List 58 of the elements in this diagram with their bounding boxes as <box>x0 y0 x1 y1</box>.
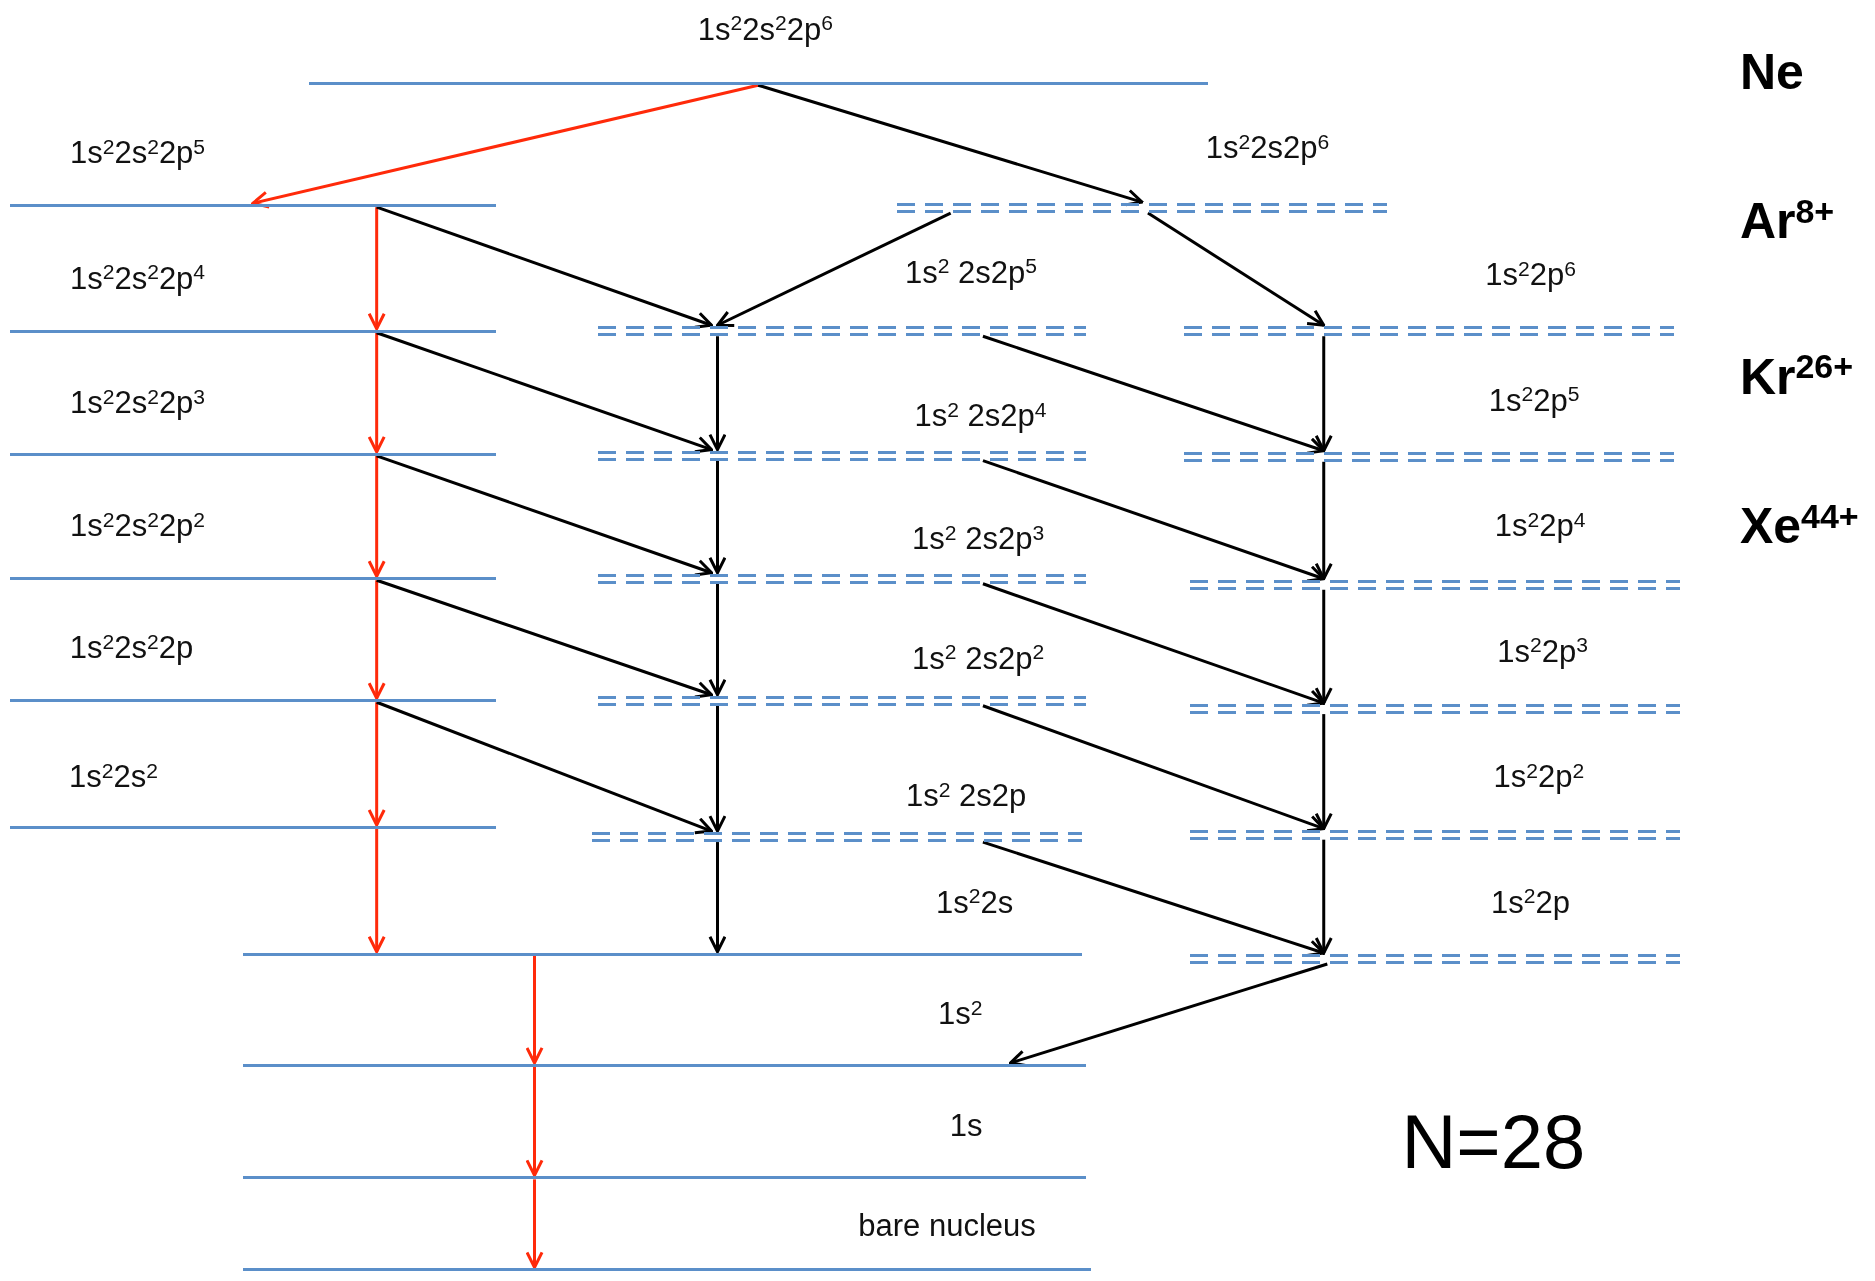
arrow <box>376 700 713 835</box>
arrow <box>525 1066 544 1177</box>
ion-label: Xe$^{44+}$ <box>1739 498 1859 554</box>
arrow <box>367 829 386 954</box>
arrow <box>982 840 1326 957</box>
configuration-label: 1s$^{2}$2s$^{2}$2p <box>69 631 194 666</box>
arrow <box>708 842 727 954</box>
arrow <box>982 582 1326 707</box>
configuration-label: 1s$^{2}$2s$^{2}$2p$^{3}$ <box>69 385 206 421</box>
arrow <box>525 955 544 1065</box>
configuration-label: 1s$^{2}$2s$^{2}$2p$^{4}$ <box>69 261 206 296</box>
configuration-label: 1s$^{2}$2p$^{2}$ <box>1493 760 1585 795</box>
configuration-label: 1s$^{2}$2p$^{4}$ <box>1494 509 1586 544</box>
configuration-label: 1s$^{2}$ <box>937 997 983 1032</box>
arrow <box>376 578 713 699</box>
arrow <box>367 702 386 827</box>
arrow <box>1314 461 1333 581</box>
arrow <box>251 83 759 209</box>
arrow <box>376 454 713 577</box>
arrow <box>367 207 386 331</box>
configuration-label: 1s$^{2}$2p$^{3}$ <box>1497 634 1588 669</box>
arrow <box>708 583 727 697</box>
arrow <box>708 705 727 833</box>
configuration-label: 1s$^{2}$ 2s2p$^{4}$ <box>914 399 1047 434</box>
configuration-label: 1s$^{2}$ 2s2p$^{3}$ <box>912 522 1045 557</box>
configuration-label: 1s$^{2}$ 2s2p$^{2}$ <box>912 641 1045 676</box>
configuration-label: 1s$^{2}$2s2p$^{6}$ <box>1205 131 1330 166</box>
ion-label: Ar$^{8+}$ <box>1739 193 1835 249</box>
arrow <box>715 211 952 327</box>
arrow <box>376 205 713 329</box>
arrow <box>1314 714 1333 831</box>
configuration-label: 1s$^{2}$2s$^{2}$2p$^{5}$ <box>69 136 206 171</box>
configuration-label: 1s$^{2}$2s$^{2}$ <box>69 760 159 795</box>
ion-label: Ne <box>1739 44 1804 100</box>
ion-label: Kr$^{26+}$ <box>1739 349 1854 405</box>
configuration-label: 1s$^{2}$2p$^{5}$ <box>1488 383 1580 418</box>
arrow <box>367 580 386 700</box>
electron-count-label: N=28 <box>1401 1100 1586 1184</box>
arrow <box>1314 839 1333 955</box>
configuration-label: 1s$^{2}$2s <box>935 885 1014 920</box>
configuration-label: bare nucleus <box>858 1208 1036 1243</box>
arrow <box>708 336 727 452</box>
arrow <box>367 455 386 578</box>
configuration-label: 1s$^{2}$2p$^{6}$ <box>1485 258 1576 293</box>
arrow <box>525 1179 544 1269</box>
configuration-label: 1s$^{2}$2s$^{2}$2p$^{2}$ <box>69 509 206 544</box>
configuration-label: 1s$^{2}$2s$^{2}$2p$^{6}$ <box>697 12 833 47</box>
configuration-label: 1s <box>949 1109 983 1144</box>
arrow <box>1314 336 1333 453</box>
arrow <box>376 331 713 454</box>
arrow <box>708 460 727 575</box>
arrow <box>367 332 386 454</box>
arrow <box>1314 589 1333 705</box>
configuration-label: 1s$^{2}$ 2s2p <box>906 779 1027 814</box>
arrow <box>757 83 1144 207</box>
arrow <box>1147 211 1326 327</box>
configuration-label: 1s$^{2}$ 2s2p$^{5}$ <box>904 255 1037 290</box>
configuration-label: 1s$^{2}$2p <box>1491 885 1571 920</box>
